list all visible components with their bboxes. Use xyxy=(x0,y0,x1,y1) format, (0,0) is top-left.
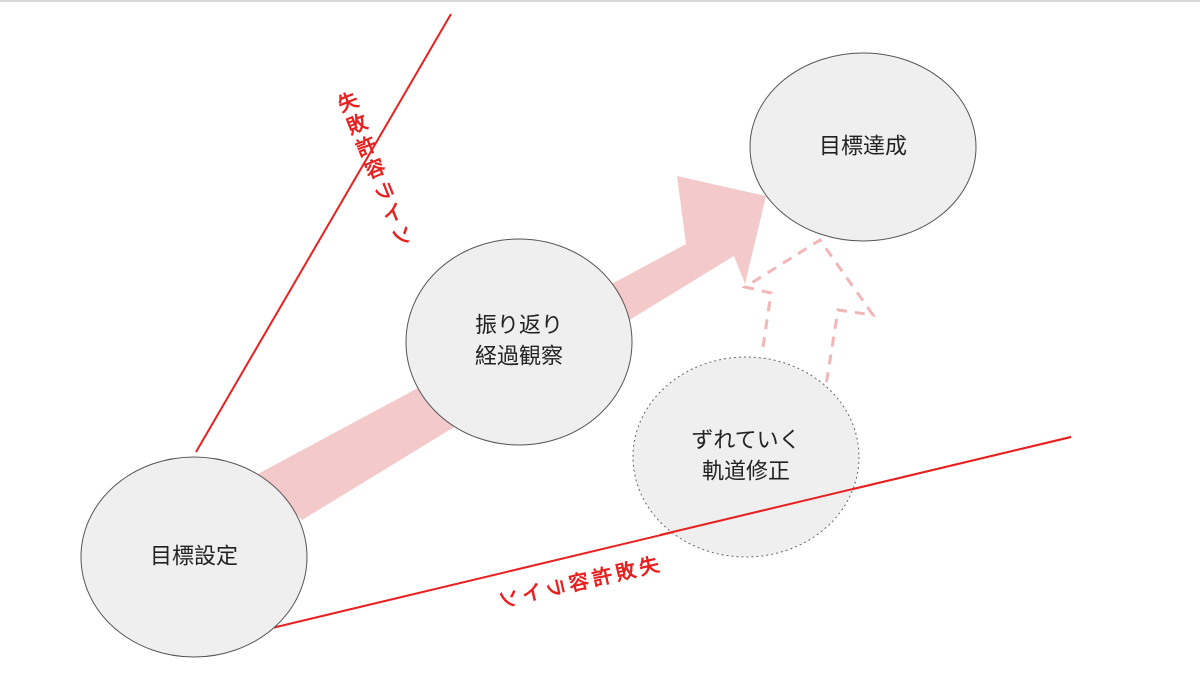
lower-limit-char-7: ン xyxy=(495,586,523,611)
node-goal-achieved: 目標達成 xyxy=(749,52,977,242)
node-correction-line1: ずれていく xyxy=(691,429,800,454)
node-review: 振り返り 経過観察 xyxy=(405,238,633,446)
lower-limit-char-3: 許 xyxy=(590,563,615,591)
lower-limit-label: 失 敗 許 容 ラ イ ン xyxy=(495,552,663,611)
upper-limit-label: 失 敗 許 容 ラ イ ン xyxy=(334,87,417,250)
node-goal-setting-circle xyxy=(80,456,308,658)
node-goal-setting-label: 目標設定 xyxy=(150,545,238,570)
node-goal-setting: 目標設定 xyxy=(80,456,308,658)
lower-limit-char-6: イ xyxy=(520,579,545,607)
upper-limit-line xyxy=(195,13,452,453)
node-correction-line2: 軌道修正 xyxy=(702,460,790,485)
lower-limit-line-overlay xyxy=(659,436,1072,536)
node-correction: ずれていく 軌道修正 xyxy=(632,356,860,558)
node-review-circle xyxy=(405,238,633,446)
lower-limit-char-2: 敗 xyxy=(613,557,639,585)
node-review-line2: 経過観察 xyxy=(475,345,563,370)
lower-limit-char-5: ラ xyxy=(542,575,570,600)
correction-dashed-arrow xyxy=(741,237,877,386)
node-review-line1: 振り返り xyxy=(475,314,563,339)
lower-limit-char-4: 容 xyxy=(566,568,591,596)
node-correction-circle xyxy=(632,356,860,558)
node-goal-achieved-label: 目標達成 xyxy=(819,135,907,160)
lower-limit-char-1: 失 xyxy=(637,552,663,580)
node-goal-achieved-circle xyxy=(749,52,977,242)
